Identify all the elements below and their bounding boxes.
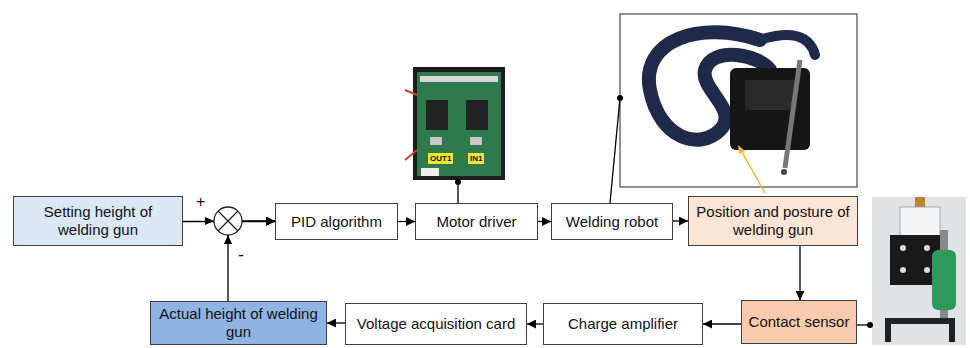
box-label: Contact sensor bbox=[744, 313, 855, 331]
box-label: Setting height of welding gun bbox=[14, 203, 182, 239]
leader-line bbox=[610, 98, 620, 203]
box-label: Motor driver bbox=[431, 213, 521, 231]
box-label: Voltage acquisition card bbox=[352, 315, 520, 333]
process-box: Charge amplifier bbox=[543, 303, 703, 345]
sign-label: - bbox=[238, 246, 244, 264]
box-label: Welding robot bbox=[561, 213, 663, 231]
box-label: Charge amplifier bbox=[563, 315, 683, 333]
process-box: Voltage acquisition card bbox=[345, 303, 527, 345]
signal-arrow bbox=[538, 221, 551, 222]
pin-tag: OUT1 bbox=[428, 153, 453, 164]
contact-sensor-photo bbox=[872, 197, 966, 345]
process-box: Contact sensor bbox=[741, 300, 857, 344]
junction-arrowhead bbox=[224, 235, 232, 244]
leader-dot bbox=[867, 322, 873, 328]
pointer-arrow bbox=[742, 152, 765, 193]
motor-driver-photo bbox=[405, 67, 505, 180]
pointer-arrowhead bbox=[738, 145, 745, 154]
junction-cross bbox=[218, 211, 238, 231]
signal-arrow bbox=[703, 323, 741, 324]
box-label: Actual height of welding gun bbox=[151, 305, 326, 341]
process-box: Actual height of welding gun bbox=[150, 301, 327, 345]
welding-robot-photo bbox=[620, 14, 857, 187]
box-label: Position and posture of welding gun bbox=[689, 203, 857, 239]
signal-arrow bbox=[527, 323, 543, 324]
process-box: Motor driver bbox=[415, 203, 538, 240]
process-box: Welding robot bbox=[551, 203, 673, 240]
process-box: Setting height of welding gun bbox=[13, 196, 183, 246]
box-label: PID algorithm bbox=[286, 213, 387, 231]
signal-arrow bbox=[398, 221, 415, 222]
process-box: PID algorithm bbox=[275, 203, 398, 240]
process-box: Position and posture of welding gun bbox=[688, 196, 858, 246]
summing-junction bbox=[214, 207, 242, 235]
leader-dot bbox=[617, 95, 623, 101]
junction-arrowhead bbox=[205, 217, 214, 225]
signal-arrow bbox=[327, 322, 345, 323]
pin-tag: IN1 bbox=[468, 153, 484, 164]
junction-cross bbox=[218, 211, 238, 231]
signal-arrow bbox=[799, 246, 800, 300]
sign-label: + bbox=[196, 193, 205, 211]
signal-arrow bbox=[673, 220, 688, 221]
leader-dot bbox=[455, 179, 461, 185]
